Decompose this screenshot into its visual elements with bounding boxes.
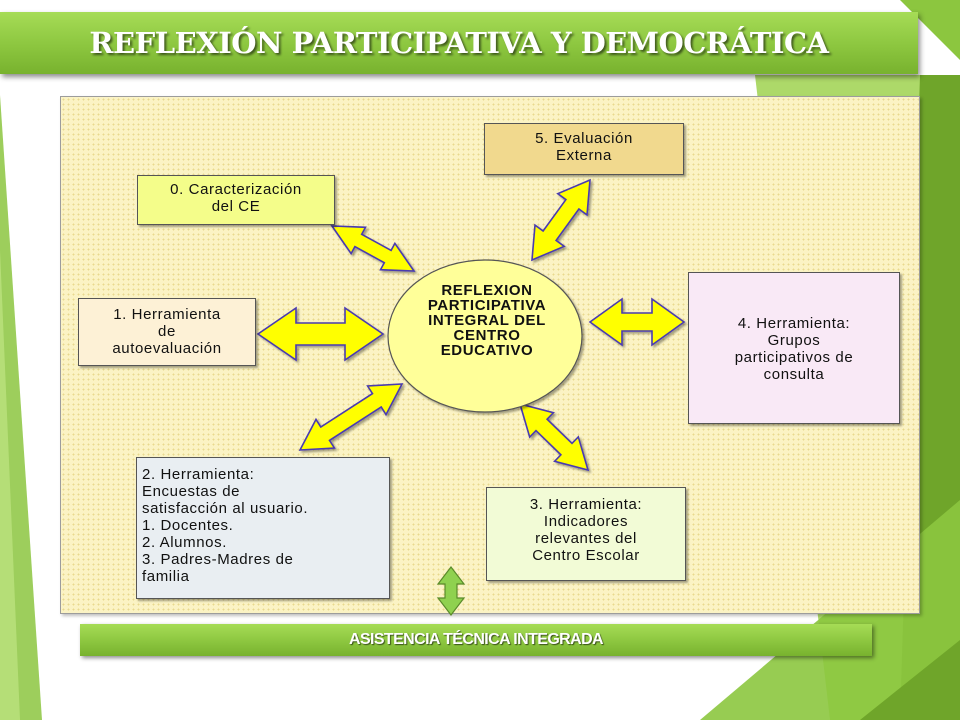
assistance-bar: ASISTENCIA TÉCNICA INTEGRADA [80, 624, 872, 656]
green-double-arrow [436, 566, 466, 616]
center-line: CENTRO [453, 327, 521, 344]
center-ellipse [387, 259, 583, 413]
arrow-to-autoevaluacion [256, 306, 385, 362]
arrow-to-caracterizacion [330, 225, 416, 272]
node-line: de [158, 323, 176, 340]
node-line: satisfacción al usuario. [142, 500, 309, 517]
arrow-to-grupos-participativos [588, 297, 686, 347]
node-line: 5. Evaluación [535, 130, 633, 147]
bg-stripe-left-light [0, 250, 20, 720]
node-grupos-participativos: 4. Herramienta: Grupos participativos de… [688, 272, 900, 424]
node-line: Grupos [767, 332, 821, 349]
node-line: Encuestas de [142, 483, 241, 500]
bg-stripe-right-5 [860, 640, 960, 720]
center-label: REFLEXION PARTICIPATIVA INTEGRAL DEL CEN… [392, 283, 582, 358]
node-indicadores: 3. Herramienta: Indicadores relevantes d… [486, 487, 686, 581]
arrow-to-indicadores [518, 402, 590, 472]
node-line: relevantes del [535, 530, 637, 547]
center-line: PARTICIPATIVA [427, 297, 547, 314]
node-caracterizacion: 0. Caracterización del CE [137, 175, 335, 225]
node-encuestas: 2. Herramienta: Encuestas de satisfacció… [136, 457, 390, 599]
arrow-to-evaluacion-externa [531, 178, 591, 262]
node-line: 3. Padres-Madres de [142, 551, 294, 568]
assistance-label: ASISTENCIA TÉCNICA INTEGRADA [348, 631, 604, 648]
slide-title: REFLEXIÓN PARTICIPATIVA Y DEMOCRÁTICA [89, 26, 829, 60]
node-line: del CE [211, 198, 261, 215]
node-line: 0. Caracterización [170, 181, 302, 198]
node-line: Indicadores [543, 513, 629, 530]
node-line: 2. Herramienta: [142, 466, 255, 483]
center-line: EDUCATIVO [440, 342, 534, 359]
node-line: 2. Alumnos. [142, 534, 227, 551]
node-line: 3. Herramienta: [529, 496, 643, 513]
node-line: 1. Herramienta [113, 306, 221, 323]
center-line: INTEGRAL DEL [428, 312, 546, 329]
node-line: Externa [556, 147, 612, 164]
node-line: 1. Docentes. [142, 517, 234, 534]
node-line: participativos de [734, 349, 854, 366]
node-line: 4. Herramienta: [737, 315, 851, 332]
node-line: consulta [763, 366, 825, 383]
node-line: Centro Escolar [532, 547, 640, 564]
center-line: REFLEXION [441, 282, 533, 299]
node-evaluacion-externa: 5. Evaluación Externa [484, 123, 684, 175]
node-line: familia [142, 568, 190, 585]
title-bar: REFLEXIÓN PARTICIPATIVA Y DEMOCRÁTICA [0, 12, 918, 74]
node-autoevaluacion: 1. Herramienta de autoevaluación [78, 298, 256, 366]
arrow-to-encuestas [298, 383, 404, 451]
node-line: autoevaluación [112, 340, 222, 357]
